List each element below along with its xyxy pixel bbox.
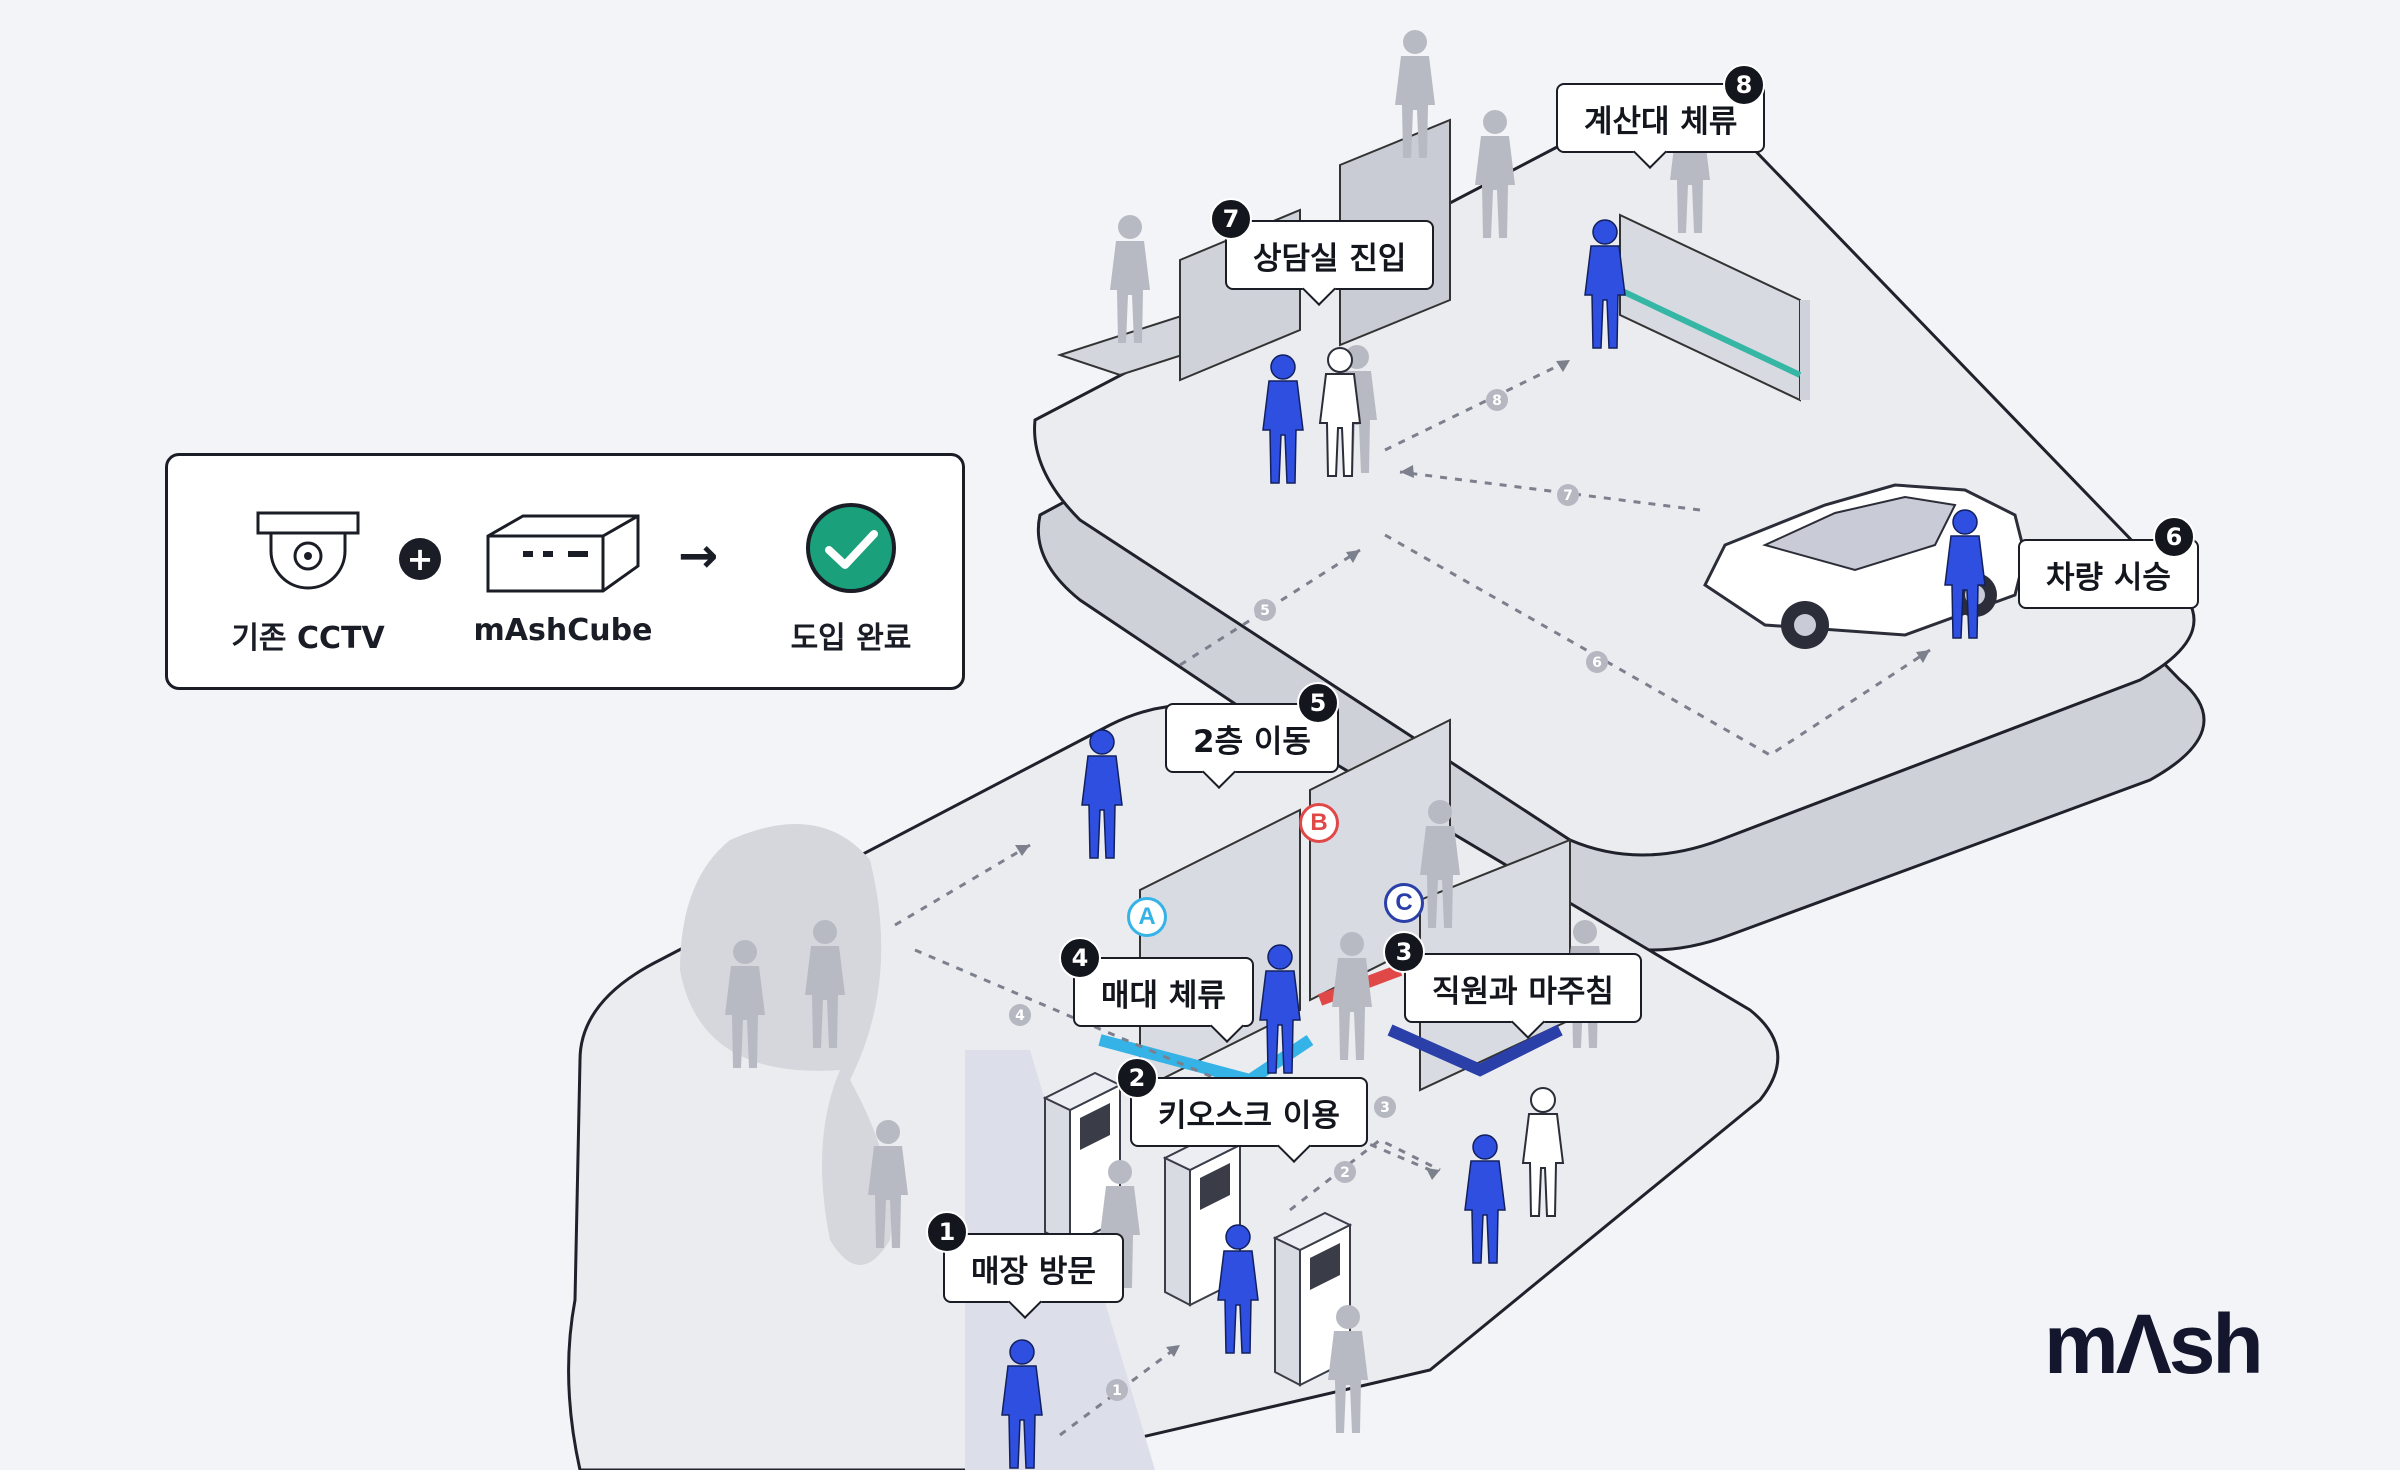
path-number: 2: [1340, 1165, 1350, 1181]
step-badge-7: 7: [1210, 198, 1252, 240]
path-number: 5: [1260, 603, 1270, 619]
step-callout-6: 차량 시승: [2018, 539, 2199, 609]
step-badge-3: 3: [1383, 931, 1425, 973]
step-badge-2: 2: [1116, 1057, 1158, 1099]
legend-label-cube: mAshCube: [473, 613, 653, 648]
zone-marker-c: C: [1384, 883, 1424, 923]
legend-box: + → 기존 CCTV mAshCube 도입 완료: [165, 453, 965, 690]
path-number: 4: [1015, 1008, 1025, 1024]
step-callout-7: 상담실 진입: [1225, 220, 1435, 306]
step-callout-3: 직원과 마주침: [1404, 953, 1642, 1039]
path-number: 1: [1112, 1383, 1122, 1399]
step-label: 2층 이동: [1193, 723, 1311, 760]
step-label: 매대 체류: [1101, 977, 1226, 1014]
step-callout-1: 매장 방문: [943, 1233, 1124, 1319]
step-label: 키오스크 이용: [1158, 1097, 1340, 1134]
zone-marker-b: B: [1299, 803, 1339, 843]
zone-marker-a: A: [1127, 897, 1167, 937]
waiting-group-area: [680, 824, 892, 1265]
arrow-icon: →: [678, 528, 719, 584]
path-number: 3: [1380, 1100, 1390, 1116]
step-label: 매장 방문: [971, 1253, 1096, 1290]
step-label: 차량 시승: [2046, 559, 2171, 596]
step-badge-1: 1: [926, 1211, 968, 1253]
step-label: 직원과 마주침: [1432, 973, 1614, 1010]
path-number: 8: [1492, 393, 1502, 409]
check-circle-icon: [806, 503, 896, 593]
plus-icon: +: [399, 538, 441, 580]
cctv-camera-icon: [256, 511, 360, 590]
step-label: 상담실 진입: [1253, 240, 1407, 277]
step-badge-4: 4: [1059, 937, 1101, 979]
step-callout-4: 매대 체류: [1073, 957, 1254, 1043]
brand-logo: mΛsh: [2044, 1297, 2264, 1391]
path-number: 6: [1592, 655, 1602, 671]
legend-label-done: 도입 완료: [790, 621, 912, 656]
step-label: 계산대 체류: [1584, 103, 1738, 140]
server-box-icon: [486, 514, 640, 593]
path-number: 7: [1563, 488, 1573, 504]
legend-label-cctv: 기존 CCTV: [231, 621, 385, 656]
step-badge-6: 6: [2153, 516, 2195, 558]
step-badge-8: 8: [1723, 64, 1765, 106]
step-callout-2: 키오스크 이용: [1130, 1077, 1368, 1163]
step-badge-5: 5: [1297, 682, 1339, 724]
